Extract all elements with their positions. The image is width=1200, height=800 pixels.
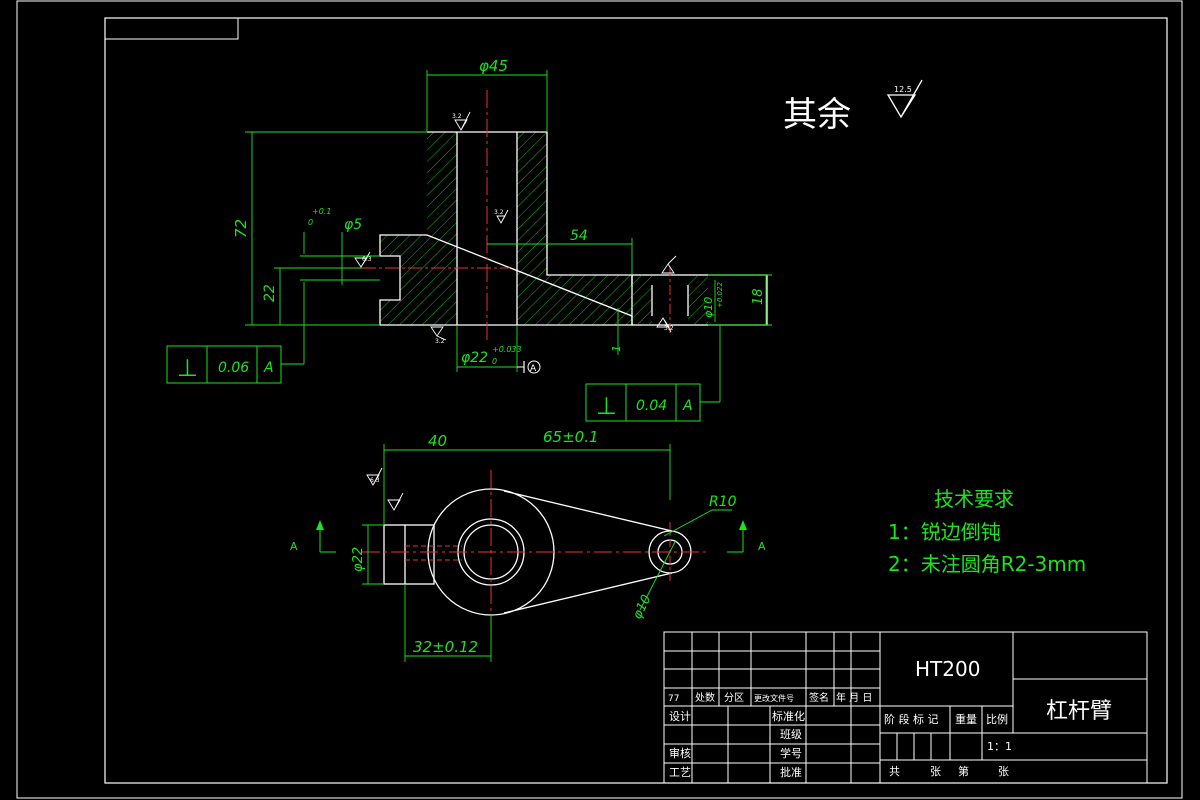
roughness-mark-top xyxy=(454,111,471,131)
dim-1-text: 1 xyxy=(610,345,623,352)
datum-a-circle xyxy=(527,360,541,374)
sheet-no: 第 xyxy=(958,764,969,778)
tolerance-frame-2: ⊥ 0.04 A xyxy=(585,325,721,422)
section-view: φ45 72 22 φ5 +0.1 0 54 18 φ10 +0.022 1 xyxy=(232,57,772,374)
rev-label-4: 签名 xyxy=(809,691,829,704)
dim-phi10-text: φ10 xyxy=(630,593,654,622)
arm-lower-edge xyxy=(503,572,673,614)
inner-border xyxy=(104,17,1168,784)
tolerance-2-datum: A xyxy=(682,398,693,414)
roughness-mark-hub-value: 3.2 xyxy=(664,325,674,332)
dim-65-text: 65±0.1 xyxy=(543,428,599,446)
rev-label-1: 处数 xyxy=(695,691,715,704)
rev-label-3: 更改文件号 xyxy=(754,693,794,703)
right-hub-hatch xyxy=(632,275,708,325)
scale-label: 比例 xyxy=(986,712,1008,726)
outer-border xyxy=(16,0,1183,799)
role-student-no: 学号 xyxy=(780,746,802,760)
title-part-name: 杠杆臂 xyxy=(1046,699,1112,724)
section-right-label: A xyxy=(758,540,766,553)
dim-phi22-text: φ22 xyxy=(461,350,488,366)
sheets-total: 共 xyxy=(889,765,900,778)
dim-phi10-side-text: φ10 xyxy=(702,297,715,318)
roughness-mark-bottom-value: 3.2 xyxy=(435,338,445,345)
tolerance-2-symbol: ⊥ xyxy=(596,392,617,420)
role-standard: 标准化 xyxy=(772,709,805,723)
stage-label: 阶 段 标 记 xyxy=(884,712,939,726)
dim-r10-leader xyxy=(663,509,713,537)
role-class: 班级 xyxy=(780,728,802,741)
tech-req-item-2: 2：未注圆角R2-3mm xyxy=(888,552,1086,576)
dim-18-text: 18 xyxy=(751,288,766,305)
sheet-unit: 张 xyxy=(998,765,1009,778)
datum-a-text: A xyxy=(530,364,537,374)
roughness-mark-bore xyxy=(496,209,509,224)
tolerance-frame-1: ⊥ 0.06 A xyxy=(166,282,305,384)
dim-22-text: 22 xyxy=(262,284,278,302)
rev-label-0: 77 xyxy=(668,694,679,704)
section-left-arrowhead xyxy=(316,520,324,530)
scale-value: 1：1 xyxy=(987,740,1012,753)
dim-40-text: 40 xyxy=(428,432,447,450)
role-review: 审核 xyxy=(669,746,691,760)
dim-phi5-tol-lower: 0 xyxy=(308,218,313,227)
roughness-mark-hub-bottom xyxy=(656,317,672,333)
section-hatch-body xyxy=(380,132,632,325)
roughness-note-text: 其余 xyxy=(783,95,851,135)
sheets-unit: 张 xyxy=(930,765,941,778)
rev-label-5: 年 月 日 xyxy=(836,691,872,704)
dim-72-text: 72 xyxy=(232,219,250,238)
role-process: 工艺 xyxy=(669,766,691,779)
tolerance-2-value: 0.04 xyxy=(636,398,667,414)
tolerance-1-symbol: ⊥ xyxy=(177,354,198,382)
tech-req-title: 技术要求 xyxy=(934,487,1014,511)
dim-r10-text: R10 xyxy=(709,494,737,510)
dim-54-text: 54 xyxy=(570,228,588,244)
roughness-mark-bore-value: 3.2 xyxy=(494,209,504,216)
roughness-mark-pin-value: 6.3 xyxy=(362,256,372,263)
roughness-mark-plan-2 xyxy=(387,492,404,511)
arm-upper-edge xyxy=(503,490,673,532)
plan-view: 40 65±0.1 R10 φ10 φ22 32±0.12 A A 6.3 xyxy=(290,428,766,662)
tolerance-1-datum: A xyxy=(263,360,274,376)
dim-32-text: 32±0.12 xyxy=(413,638,478,656)
roughness-mark-plan-1 xyxy=(366,467,383,486)
roughness-note-value: 12.5 xyxy=(894,85,912,94)
tech-req-item-1: 1：锐边倒钝 xyxy=(888,520,1001,544)
dim-phi10-leader xyxy=(639,539,677,611)
dim-phi5-tol-upper: +0.1 xyxy=(312,207,331,216)
role-approve: 批准 xyxy=(780,765,802,779)
roughness-mark-top-value: 3.2 xyxy=(452,113,462,120)
pin-boss xyxy=(383,524,435,585)
technical-requirements: 技术要求 1：锐边倒钝 2：未注圆角R2-3mm xyxy=(888,487,1086,576)
dim-phi22-tol-upper: +0.033 xyxy=(492,345,522,354)
dim-phi22-tol-lower: 0 xyxy=(492,357,497,366)
roughness-mark-pin xyxy=(354,251,371,268)
dim-phi45-text: φ45 xyxy=(479,57,508,75)
rev-label-2: 分区 xyxy=(724,692,744,704)
role-design: 设计 xyxy=(669,710,691,723)
title-material: HT200 xyxy=(915,657,980,681)
tolerance-1-value: 0.06 xyxy=(218,360,249,376)
roughness-mark-hub-top xyxy=(661,255,677,274)
surface-roughness-note: 其余 12.5 xyxy=(783,79,923,135)
weight-label: 重量 xyxy=(955,712,977,726)
title-block xyxy=(663,631,1148,784)
roughness-mark-plan-value: 6.3 xyxy=(370,477,380,484)
roughness-note-symbol xyxy=(886,79,923,119)
dim-phi10-side-tol: +0.022 xyxy=(716,282,724,308)
corner-code-box xyxy=(104,17,239,40)
section-left-label: A xyxy=(290,540,298,553)
dim-phi22-plan-text: φ22 xyxy=(351,547,366,572)
dim-phi5-text: φ5 xyxy=(344,217,362,233)
roughness-mark-bottom xyxy=(430,326,447,341)
section-right-arrowhead xyxy=(739,520,747,530)
